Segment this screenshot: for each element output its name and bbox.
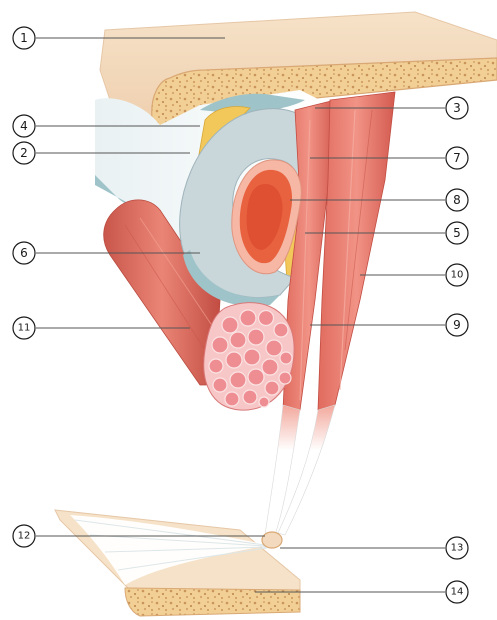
label-4: 4 xyxy=(13,115,35,137)
svg-text:4: 4 xyxy=(20,119,28,133)
svg-text:2: 2 xyxy=(20,146,28,160)
label-12: 12 xyxy=(13,525,35,547)
svg-text:12: 12 xyxy=(18,531,31,542)
svg-text:13: 13 xyxy=(451,543,464,554)
svg-text:11: 11 xyxy=(18,323,31,334)
label-6: 6 xyxy=(13,242,35,264)
label-1: 1 xyxy=(13,27,35,49)
svg-text:8: 8 xyxy=(453,193,461,207)
muscle-cross-section xyxy=(204,303,294,410)
svg-text:10: 10 xyxy=(451,270,464,281)
label-7: 7 xyxy=(446,147,468,169)
label-11: 11 xyxy=(13,317,35,339)
small-nodule xyxy=(262,532,282,548)
svg-text:9: 9 xyxy=(453,318,461,332)
label-13: 13 xyxy=(446,537,468,559)
label-8: 8 xyxy=(446,189,468,211)
svg-text:14: 14 xyxy=(451,587,464,598)
svg-text:3: 3 xyxy=(453,101,461,115)
label-10: 10 xyxy=(446,264,468,286)
svg-text:6: 6 xyxy=(20,246,28,260)
tendons xyxy=(265,405,335,535)
label-5: 5 xyxy=(446,222,468,244)
lower-bone xyxy=(55,510,300,616)
label-14: 14 xyxy=(446,581,468,603)
svg-text:7: 7 xyxy=(453,151,461,165)
label-3: 3 xyxy=(446,97,468,119)
svg-text:5: 5 xyxy=(453,226,461,240)
label-9: 9 xyxy=(446,314,468,336)
svg-text:1: 1 xyxy=(20,31,28,45)
label-2: 2 xyxy=(13,142,35,164)
muscle-right-10 xyxy=(318,92,395,430)
